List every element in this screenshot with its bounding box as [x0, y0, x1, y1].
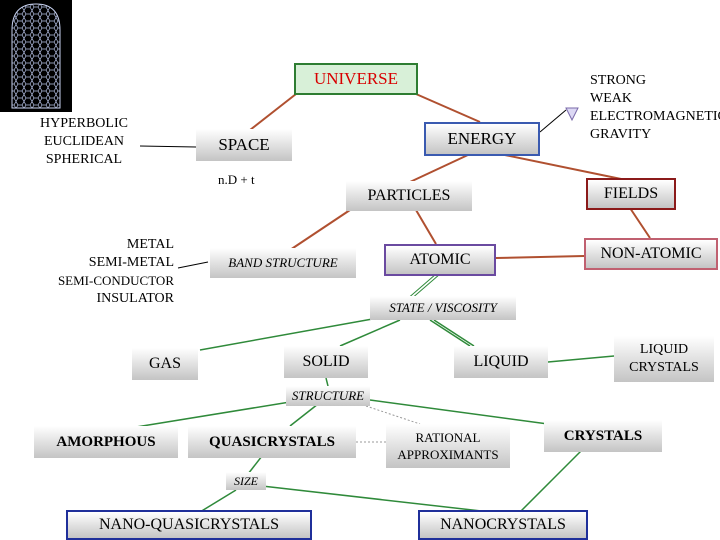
geometry-item: EUCLIDEAN	[43, 134, 125, 149]
liquid-crystals-line: LIQUID	[639, 342, 689, 357]
link-atomic-state-b	[409, 273, 441, 301]
force-item: STRONG	[590, 73, 647, 88]
fields-node: FIELDS	[586, 178, 676, 210]
link-particles-atomic	[415, 209, 437, 245]
nanocrystals-label: NANOCRYSTALS	[440, 516, 566, 533]
quasicrystals-node: QUASICRYSTALS	[188, 426, 356, 458]
band-structure-node: BAND STRUCTURE	[210, 248, 356, 278]
geometry-item: HYPERBOLIC	[40, 116, 128, 131]
rational-approximants-node: RATIONAL APPROXIMANTS	[386, 424, 510, 468]
universe-node: UNIVERSE	[294, 63, 418, 95]
particles-node: PARTICLES	[346, 181, 472, 211]
link-energy-forces	[539, 109, 567, 133]
rational-approximants-line: APPROXIMANTS	[397, 447, 499, 462]
link-state-gas	[199, 317, 379, 351]
link-structure-amorphous	[129, 401, 291, 429]
link-particles-band	[289, 209, 351, 251]
link-state-liquid-b	[433, 319, 475, 347]
link-size-nanoquasi	[199, 489, 237, 513]
universe-label: UNIVERSE	[313, 69, 399, 88]
force-item: GRAVITY	[590, 127, 652, 142]
link-structure-quasi	[289, 403, 319, 427]
link-size-nanocrystals	[261, 485, 491, 513]
atomic-label: ATOMIC	[409, 251, 471, 268]
quasicrystals-label: QUASICRYSTALS	[209, 433, 335, 450]
link-energy-particles	[409, 153, 471, 183]
particles-label: PARTICLES	[367, 187, 451, 204]
link-liquid-lc	[547, 355, 615, 363]
materials-list: METAL SEMI-METAL SEMI-CONDUCTOR INSULATO…	[40, 236, 174, 308]
non-atomic-node: NON-ATOMIC	[584, 238, 718, 270]
crystals-node: CRYSTALS	[544, 420, 662, 452]
liquid-label: LIQUID	[473, 353, 529, 370]
space-node: SPACE	[196, 129, 292, 161]
material-item: SEMI-CONDUCTOR	[57, 273, 174, 288]
state-viscosity-node: STATE / VISCOSITY	[370, 296, 516, 320]
carbon-nanotube-image	[0, 0, 72, 112]
energy-label: ENERGY	[447, 129, 517, 148]
force-item: ELECTROMAGNETIC	[590, 109, 720, 124]
structure-label: STRUCTURE	[291, 388, 365, 403]
material-item: INSULATOR	[96, 291, 174, 306]
structure-node: STRUCTURE	[286, 386, 370, 406]
size-node: SIZE	[226, 472, 266, 490]
size-label: SIZE	[234, 473, 258, 488]
link-space-geometry	[139, 145, 197, 148]
triangle-marker	[565, 107, 579, 122]
solid-label: SOLID	[302, 353, 350, 370]
rational-approximants-line: RATIONAL	[415, 430, 481, 445]
space-dimension-label: n.D + t	[218, 172, 255, 187]
state-viscosity-label: STATE / VISCOSITY	[389, 300, 497, 315]
link-structure-crystals	[369, 399, 549, 425]
link-atomic-state-a	[405, 273, 437, 301]
nano-quasicrystals-node: NANO-QUASICRYSTALS	[66, 510, 312, 540]
nanocrystals-node: NANOCRYSTALS	[418, 510, 588, 540]
amorphous-label: AMORPHOUS	[56, 433, 156, 450]
force-item: WEAK	[590, 91, 632, 106]
atomic-node: ATOMIC	[384, 244, 496, 276]
non-atomic-label: NON-ATOMIC	[600, 245, 702, 262]
link-fields-nonatomic	[629, 207, 651, 239]
liquid-crystals-node: LIQUID CRYSTALS	[614, 336, 714, 382]
band-structure-label: BAND STRUCTURE	[228, 255, 338, 270]
forces-list: STRONG WEAK ELECTROMAGNETIC GRAVITY	[590, 72, 720, 144]
fields-label: FIELDS	[603, 185, 659, 202]
link-energy-fields	[499, 153, 627, 181]
material-item: METAL	[126, 237, 174, 252]
link-universe-energy	[415, 93, 481, 123]
liquid-node: LIQUID	[454, 346, 548, 378]
geometry-list: HYPERBOLIC EUCLIDEAN SPHERICAL	[30, 115, 138, 169]
amorphous-node: AMORPHOUS	[34, 426, 178, 458]
space-label: SPACE	[218, 135, 270, 154]
link-crystals-nanocrystals	[519, 449, 583, 513]
nano-quasicrystals-label: NANO-QUASICRYSTALS	[98, 516, 280, 533]
link-atomic-nonatomic	[495, 255, 585, 259]
geometry-item: SPHERICAL	[45, 152, 123, 167]
link-solid-structure	[325, 377, 329, 387]
liquid-crystals-line: CRYSTALS	[629, 360, 699, 375]
gas-node: GAS	[132, 348, 198, 380]
link-state-liquid-a	[429, 319, 471, 347]
energy-node: ENERGY	[424, 122, 540, 156]
gas-label: GAS	[148, 355, 181, 372]
link-state-solid	[339, 319, 401, 347]
link-quasi-size	[247, 455, 263, 475]
link-universe-space	[249, 93, 297, 131]
solid-node: SOLID	[284, 346, 368, 378]
crystals-label: CRYSTALS	[563, 427, 643, 444]
link-band-materials	[177, 261, 209, 269]
link-structure-rational	[365, 405, 421, 425]
material-item: SEMI-METAL	[88, 255, 174, 270]
